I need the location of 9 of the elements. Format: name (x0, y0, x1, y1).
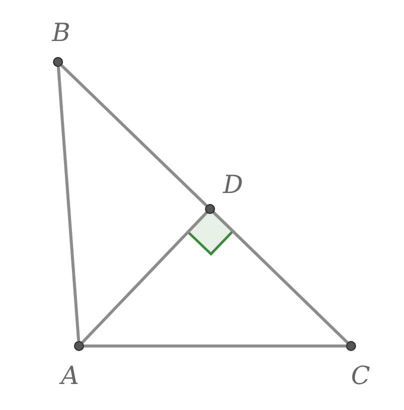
point-label: C (351, 363, 370, 388)
line-segment (84, 344, 346, 348)
line-segment (81, 212, 208, 344)
line-segment (212, 211, 348, 344)
line-segment (56, 66, 80, 342)
point-label: D (223, 172, 244, 197)
point-label: A (61, 363, 80, 388)
line-segment (60, 64, 208, 207)
point-label: B (52, 20, 70, 45)
